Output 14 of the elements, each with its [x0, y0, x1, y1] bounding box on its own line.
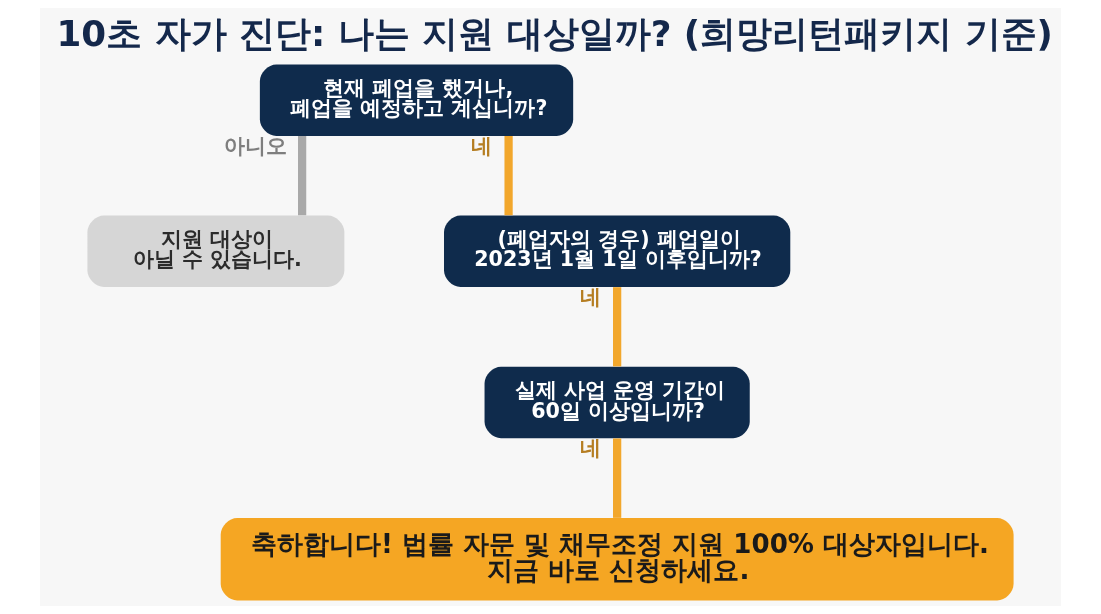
node-box: 축하합니다! 법률 자문 및 채무조정 지원 100% 대상자입니다. 지금 바로 신청하세요. — [220, 517, 1014, 601]
node-box: (폐업자의 경우) 폐업일이 2023년 1월 1일 이후입니까? — [444, 215, 791, 288]
edge-label: 네 — [580, 436, 602, 461]
connector — [613, 438, 622, 518]
node-box: 지원 대상이 아닐 수 있습니다. — [87, 215, 345, 288]
edge-label: 아니오 — [223, 133, 287, 158]
connector — [298, 136, 307, 216]
connector — [613, 287, 622, 367]
connector — [504, 136, 513, 216]
edge-label: 네 — [471, 133, 493, 158]
diagram-title: 10초 자가 진단: 나는 지원 대상일까? (희망리턴패키지 기준) — [56, 13, 1053, 55]
node-box: 현재 폐업을 했거나, 폐업을 예정하고 계십니까? — [259, 64, 574, 136]
node-box: 실제 사업 운영 기간이 60일 이상입니까? — [484, 366, 750, 439]
edge-label: 네 — [580, 285, 602, 310]
